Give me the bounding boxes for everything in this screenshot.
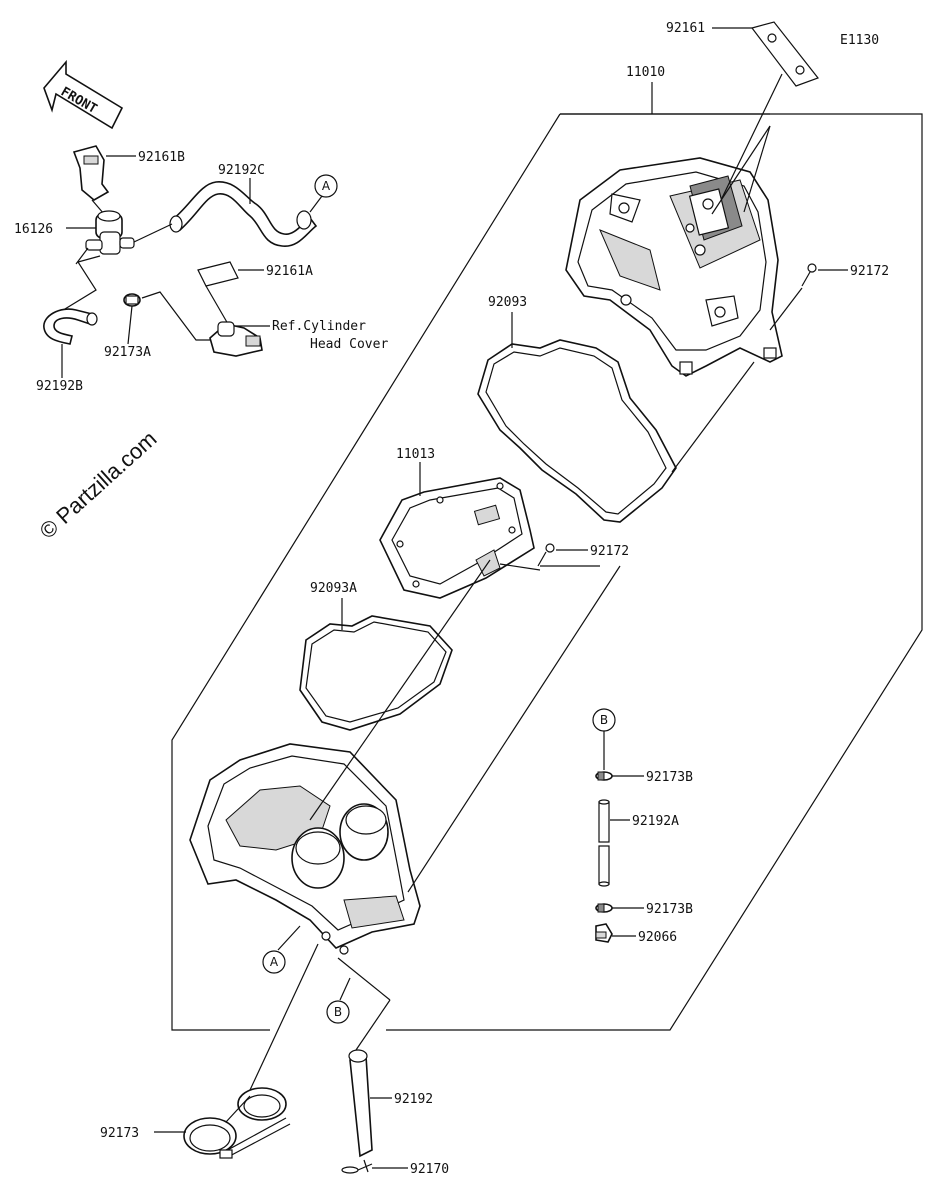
screw-92172-lower [537,543,555,567]
hose-92192A [598,799,610,887]
gasket-92161 [750,21,819,87]
label-92161A: 92161A [266,264,313,279]
hose-92192 [349,1054,373,1158]
air-filter-element-11013 [379,477,535,599]
marker-b-lower-text: B [334,1005,342,1019]
assembly-boundary [171,113,923,1031]
screw-92172-upper [801,263,817,287]
clip-92161B [72,145,110,201]
clamp-92173A [123,293,141,307]
upper-air-cleaner-case [565,157,783,377]
label-92170: 92170 [410,1162,449,1177]
marker-a-top [314,174,338,198]
gasket-92093 [477,339,677,523]
hose-92192C [170,181,318,247]
label-11010: 11010 [626,65,665,80]
label-92192C: 92192C [218,163,265,178]
marker-a-top-text: A [322,179,331,193]
label-92173B-upper: 92173B [646,770,693,785]
hose-92192B [43,308,93,345]
cap-92066 [595,923,613,943]
label-92192B: 92192B [36,379,83,394]
marker-a-lower-text: A [270,955,279,969]
label-92172-upper: 92172 [850,264,889,279]
label-92093A: 92093A [310,581,357,596]
diagram-code: E1130 [840,33,879,48]
label-92172-lower: 92172 [590,544,629,559]
lower-air-cleaner-case [189,743,421,955]
label-92066: 92066 [638,930,677,945]
clamp-band-92173 [183,1087,291,1159]
gasket-92093A [299,615,453,731]
clip-92170 [341,1159,373,1174]
ref-cylinder-label: Ref.Cylinder [272,319,366,334]
label-92093: 92093 [488,295,527,310]
cylinder-head-fitting [209,321,263,357]
marker-b-right-text: B [600,713,608,727]
label-92161: 92161 [666,21,705,36]
label-92173: 92173 [100,1126,139,1141]
label-92173B-lower: 92173B [646,902,693,917]
label-92192: 92192 [394,1092,433,1107]
gasket-92161A [197,261,239,287]
marker-a-lower [262,950,286,974]
label-11013: 11013 [396,447,435,462]
valve-16126 [85,210,135,255]
label-92173A: 92173A [104,345,151,360]
ref-head-cover-label: Head Cover [310,337,388,352]
label-92192A: 92192A [632,814,679,829]
clip-92173B-lower [595,903,613,913]
label-92161B: 92161B [138,150,185,165]
label-16126: 16126 [14,222,53,237]
clip-92173B-upper [595,771,613,781]
watermark: © Partzilla.com [35,426,162,544]
front-arrow-icon: FRONT [43,59,124,130]
marker-b-lower [326,1000,350,1024]
